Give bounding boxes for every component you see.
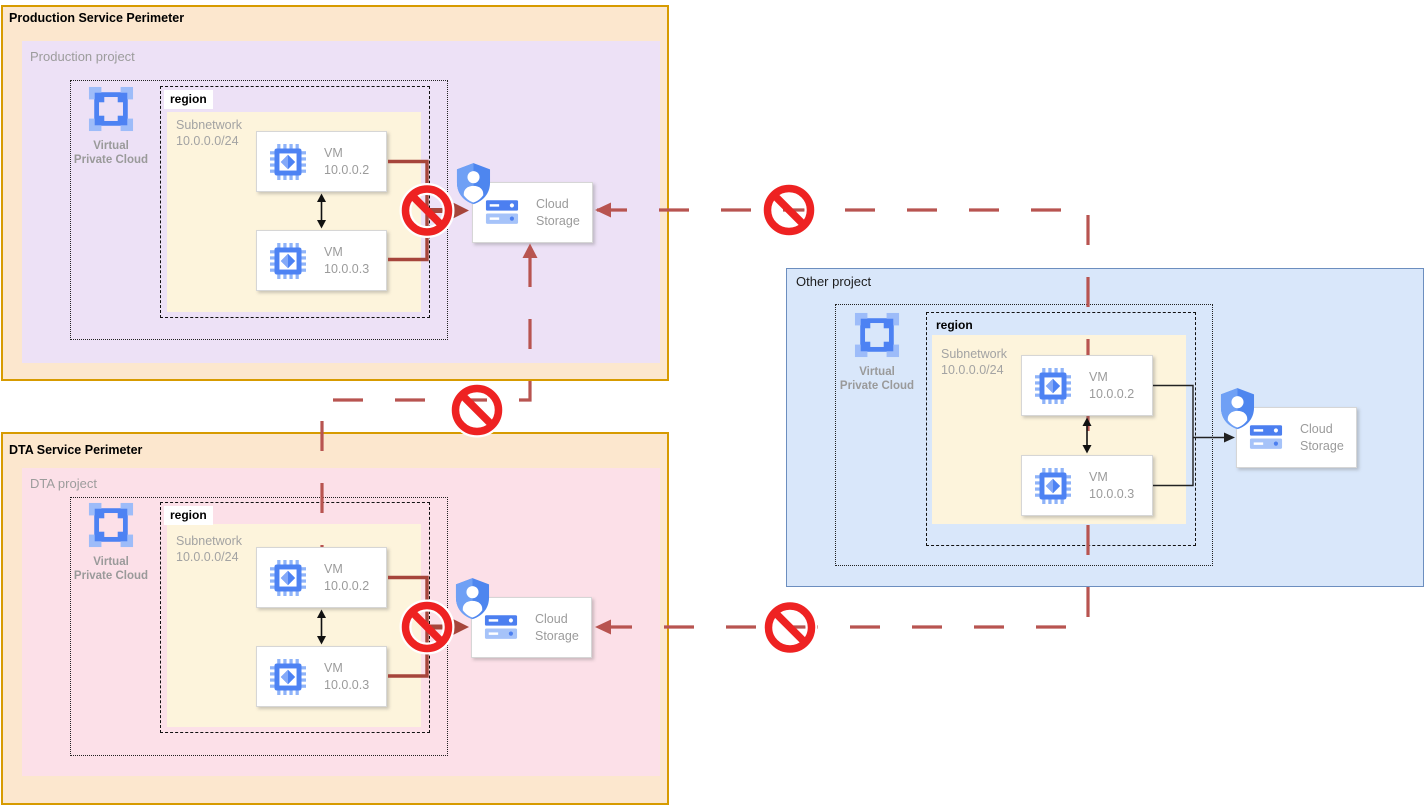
vpc-label-line2: Private Cloud — [839, 380, 915, 393]
vm-ip: 10.0.0.3 — [324, 677, 370, 692]
vpc-icon — [88, 502, 134, 548]
vm-label: VM — [1089, 470, 1108, 485]
vm-label: VM — [324, 245, 343, 260]
identity-shield-icon — [1220, 387, 1255, 430]
production-vm2-card: VM 10.0.0.3 — [256, 230, 387, 291]
vpc-label-line1: Virtual — [93, 556, 129, 568]
vm-text: VM 10.0.0.3 — [324, 660, 369, 693]
other-subnetwork-label: Subnetwork 10.0.0.0/24 — [941, 346, 1007, 379]
no-entry-icon — [449, 382, 505, 438]
vpc-label-line1: Virtual — [859, 366, 895, 378]
vm-ip: 10.0.0.2 — [324, 162, 370, 177]
other-region-label: region — [936, 318, 973, 332]
subnet-label-line1: Subnetwork — [176, 118, 243, 132]
dta-project-label: DTA project — [30, 476, 97, 491]
storage-label-line2: Storage — [535, 628, 579, 643]
other-vm2-card: VM 10.0.0.3 — [1021, 455, 1153, 516]
dta-region-label: region — [164, 506, 213, 525]
vm-text: VM 10.0.0.2 — [324, 561, 369, 594]
no-entry-icon — [761, 182, 817, 238]
vpc-label: Virtual Private Cloud — [64, 139, 158, 168]
vm-ip: 10.0.0.2 — [1089, 386, 1135, 401]
dta-vpc-block: Virtual Private Cloud — [64, 502, 158, 584]
subnet-label-line1: Subnetwork — [941, 347, 1008, 361]
identity-shield-icon — [456, 162, 491, 205]
vm-chip-icon — [1035, 468, 1071, 504]
vm-text: VM 10.0.0.3 — [324, 244, 369, 277]
vm-chip-icon — [270, 659, 306, 695]
storage-label-line1: Cloud — [1300, 422, 1333, 437]
storage-label-line2: Storage — [536, 213, 580, 228]
vm-chip-icon — [270, 243, 306, 279]
production-subnetwork-label: Subnetwork 10.0.0.0/24 — [176, 117, 242, 150]
dta-vm1-card: VM 10.0.0.2 — [256, 547, 387, 608]
subnet-label-line2: 10.0.0.0/24 — [176, 134, 239, 149]
vm-label: VM — [324, 562, 343, 577]
vpc-label-line2: Private Cloud — [73, 570, 149, 583]
production-vm1-card: VM 10.0.0.2 — [256, 131, 387, 192]
vm-label: VM — [324, 661, 343, 676]
vm-text: VM 10.0.0.2 — [324, 145, 369, 178]
production-region-label: region — [164, 90, 213, 109]
production-perimeter-title: Production Service Perimeter — [9, 11, 185, 25]
storage-label-line1: Cloud — [536, 197, 569, 212]
identity-shield-icon — [455, 577, 490, 620]
other-vm1-card: VM 10.0.0.2 — [1021, 355, 1153, 416]
vm-text: VM 10.0.0.2 — [1089, 369, 1134, 402]
vm-label: VM — [324, 146, 343, 161]
storage-label-line1: Cloud — [535, 612, 568, 627]
cloud-storage-text: Cloud Storage — [1300, 421, 1344, 454]
subnet-label-line2: 10.0.0.0/24 — [941, 363, 1004, 378]
vm-chip-icon — [270, 560, 306, 596]
dta-cloud-storage-card: Cloud Storage — [471, 597, 592, 658]
vm-chip-icon — [270, 144, 306, 180]
production-cloud-storage-card: Cloud Storage — [472, 182, 593, 243]
vpc-label: Virtual Private Cloud — [64, 555, 158, 584]
production-project-label: Production project — [30, 49, 135, 64]
vpc-label-line2: Private Cloud — [73, 154, 149, 167]
cloud-storage-text: Cloud Storage — [535, 611, 579, 644]
vm-ip: 10.0.0.2 — [324, 578, 370, 593]
vpc-icon — [854, 312, 900, 358]
vpc-label-line1: Virtual — [93, 140, 129, 152]
vm-text: VM 10.0.0.3 — [1089, 469, 1134, 502]
dta-vm2-card: VM 10.0.0.3 — [256, 646, 387, 707]
vm-ip: 10.0.0.3 — [324, 261, 370, 276]
subnet-label-line2: 10.0.0.0/24 — [176, 550, 239, 565]
vpc-label: Virtual Private Cloud — [830, 365, 924, 394]
other-project-label: Other project — [796, 274, 872, 289]
no-entry-icon — [762, 600, 818, 655]
other-cloud-storage-card: Cloud Storage — [1236, 407, 1357, 468]
subnet-label-line1: Subnetwork — [176, 534, 243, 548]
storage-label-line2: Storage — [1300, 438, 1344, 453]
vm-label: VM — [1089, 370, 1108, 385]
vm-chip-icon — [1035, 368, 1071, 404]
cloud-storage-text: Cloud Storage — [536, 196, 580, 229]
dta-perimeter-title: DTA Service Perimeter — [9, 443, 143, 457]
vm-ip: 10.0.0.3 — [1089, 486, 1135, 501]
production-vpc-block: Virtual Private Cloud — [64, 86, 158, 168]
other-vpc-block: Virtual Private Cloud — [830, 312, 924, 394]
vpc-icon — [88, 86, 134, 132]
dta-subnetwork-label: Subnetwork 10.0.0.0/24 — [176, 533, 242, 566]
